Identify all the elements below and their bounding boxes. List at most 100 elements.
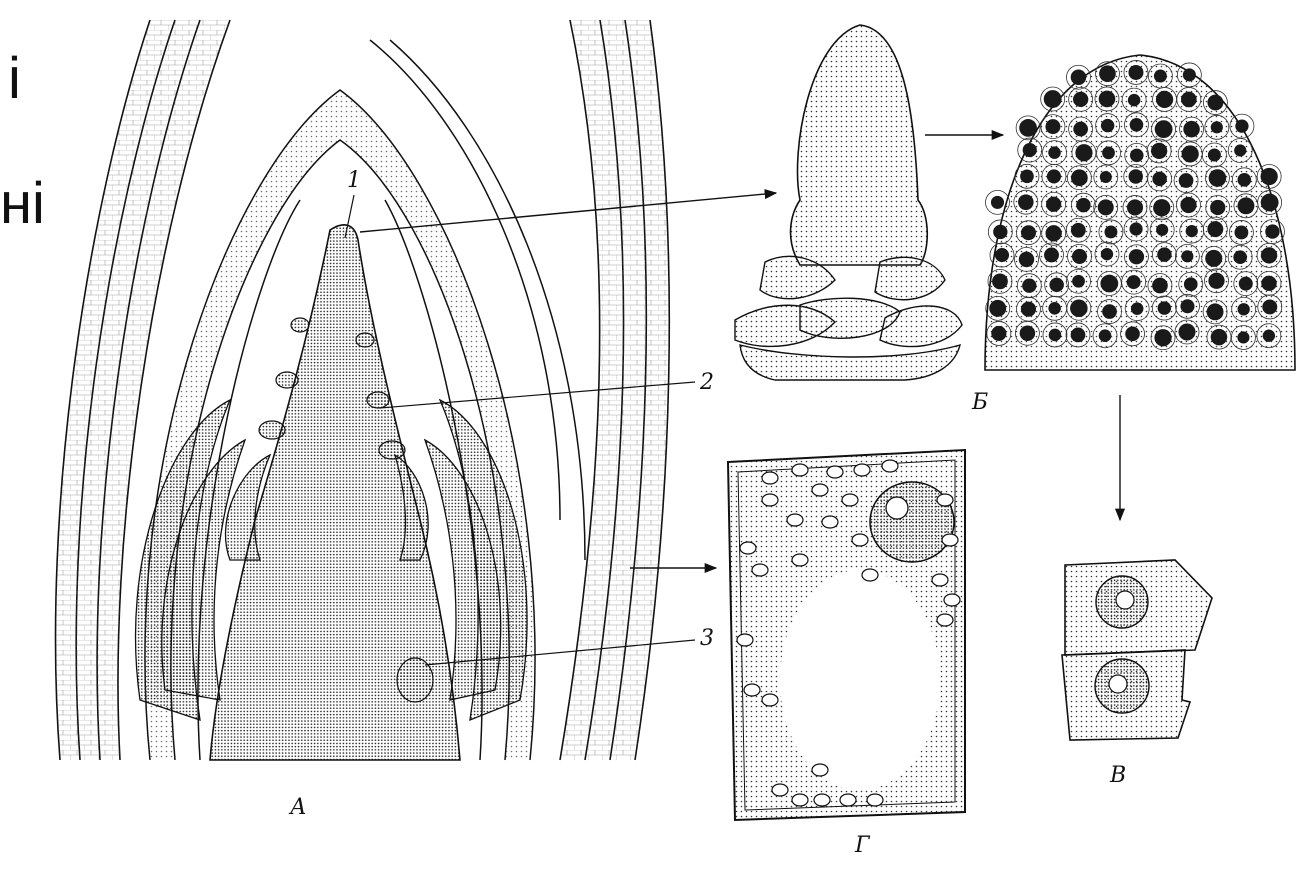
meristem-nucleus xyxy=(1022,279,1036,293)
meristem-nucleus xyxy=(1158,301,1171,314)
meristem-nucleus xyxy=(1104,225,1117,238)
meristem-nucleus xyxy=(1154,70,1167,83)
meristem-nucleus xyxy=(1234,226,1248,240)
plastid xyxy=(762,494,778,506)
plastid xyxy=(792,554,808,566)
meristem-nucleus xyxy=(1073,122,1088,137)
meristem-nucleus xyxy=(1263,330,1275,342)
meristem-nucleus xyxy=(1021,225,1036,240)
meristem-nucleus xyxy=(1239,277,1253,291)
plastid xyxy=(827,466,843,478)
meristem-nucleus xyxy=(1265,224,1279,238)
meristem-nucleus xyxy=(1076,198,1091,213)
meristem-nucleus xyxy=(993,225,1007,239)
meristem-nucleus xyxy=(1048,302,1061,315)
meristem-nucleus xyxy=(1131,302,1144,315)
meristem-nucleus xyxy=(1186,225,1198,237)
panel-label-b: Б xyxy=(972,392,988,414)
meristem-nucleus xyxy=(1211,121,1223,133)
meristem-nucleus xyxy=(1046,197,1061,212)
meristem-nucleus xyxy=(1099,329,1112,342)
meristem-nucleus xyxy=(1128,65,1143,80)
meristem-nucleus xyxy=(1261,247,1277,263)
meristem-nucleus xyxy=(1152,172,1166,186)
meristem-nucleus xyxy=(1071,223,1086,238)
plastid xyxy=(842,494,858,506)
meristem-nucleus xyxy=(1098,199,1114,215)
panel-v-daughter-cells xyxy=(1062,560,1212,740)
plastid xyxy=(862,569,878,581)
meristem-nucleus xyxy=(1044,248,1059,263)
plastid xyxy=(762,472,778,484)
meristem-nucleus xyxy=(1072,275,1085,288)
meristem-nucleus xyxy=(1099,91,1116,108)
panel-b-meristem-cells xyxy=(985,55,1295,520)
meristem-nucleus xyxy=(1179,173,1194,188)
meristem-nucleus xyxy=(1182,145,1199,162)
plastid xyxy=(762,694,778,706)
meristem-nucleus xyxy=(1207,221,1223,237)
panel-a-bud-section xyxy=(56,20,776,760)
meristem-nucleus xyxy=(1208,273,1224,289)
meristem-nucleus xyxy=(1071,169,1088,186)
plastid xyxy=(932,574,948,586)
meristem-nucleus xyxy=(989,300,1006,317)
meristem-nucleus xyxy=(1152,278,1168,294)
meristem-nucleus xyxy=(1237,197,1254,214)
meristem-nucleus xyxy=(991,196,1004,209)
meristem-nucleus xyxy=(1237,331,1249,343)
meristem-nucleus xyxy=(1045,225,1061,241)
plastid xyxy=(840,794,856,806)
meristem-nucleus xyxy=(992,273,1008,289)
panel-label-v: В xyxy=(1110,765,1126,787)
plastid xyxy=(937,614,953,626)
upper-nucleolus xyxy=(1116,591,1134,609)
meristem-nucleus xyxy=(1129,249,1144,264)
plastid xyxy=(792,794,808,806)
g-nucleolus xyxy=(886,497,908,519)
plastid xyxy=(812,484,828,496)
meristem-nucleus xyxy=(1156,91,1173,108)
meristem-nucleus xyxy=(1071,70,1087,86)
meristem-nucleus xyxy=(1099,65,1116,82)
meristem-nucleus xyxy=(1154,329,1171,346)
meristem-nucleus xyxy=(1018,194,1034,210)
plastid xyxy=(852,534,868,546)
meristem-nucleus xyxy=(1100,171,1112,183)
meristem-nucleus xyxy=(991,326,1006,341)
meristem-nucleus xyxy=(1127,275,1141,289)
meristem-nucleus xyxy=(1100,275,1118,293)
meristem-nucleus xyxy=(1048,146,1061,159)
meristem-nucleus xyxy=(1183,68,1196,81)
meristem-nucleus xyxy=(1129,169,1143,183)
meristem-nucleus xyxy=(995,248,1009,262)
meristem-nucleus xyxy=(1102,146,1115,159)
meristem-nucleus xyxy=(1180,299,1194,313)
meristem-nucleus xyxy=(1075,144,1092,161)
meristem-nucleus xyxy=(1237,173,1251,187)
meristem-nucleus xyxy=(1184,277,1198,291)
meristem-nucleus xyxy=(1207,303,1224,320)
meristem-nucleus xyxy=(1128,94,1140,106)
lower-nucleolus xyxy=(1109,675,1127,693)
panel-b-cone-view xyxy=(735,25,1003,380)
meristem-nucleus xyxy=(1047,169,1061,183)
meristem-nucleus xyxy=(1210,200,1225,215)
meristem-nucleus xyxy=(1238,303,1250,315)
meristem-nucleus xyxy=(1073,92,1088,107)
meristem-nucleus xyxy=(1045,119,1060,134)
plastid xyxy=(740,542,756,554)
plastid xyxy=(812,764,828,776)
meristem-nucleus xyxy=(1156,224,1168,236)
meristem-nucleus xyxy=(1101,248,1113,260)
plastid xyxy=(854,464,870,476)
meristem-nucleus xyxy=(1044,90,1062,108)
panel-g-mature-cell xyxy=(728,450,965,820)
meristem-nucleus xyxy=(1181,92,1197,108)
plastid xyxy=(822,516,838,528)
meristem-nucleus xyxy=(1151,143,1167,159)
meristem-nucleus xyxy=(1262,299,1277,314)
plastid xyxy=(737,634,753,646)
